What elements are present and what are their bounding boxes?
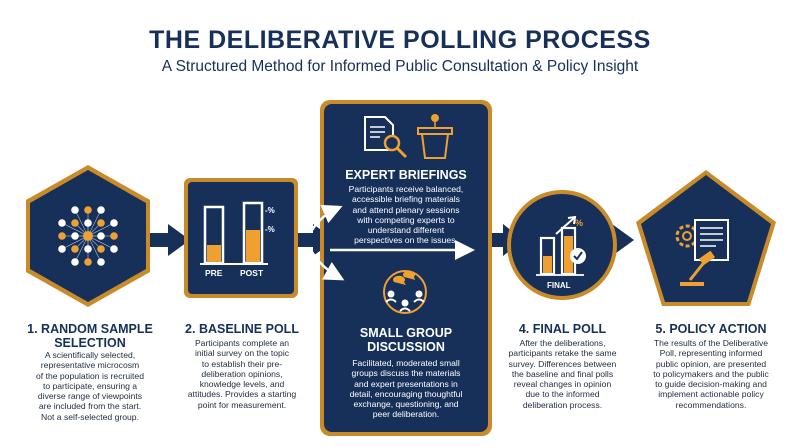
network-node bbox=[71, 245, 79, 253]
page-subtitle: A Structured Method for Informed Public … bbox=[161, 58, 639, 75]
connector-arrow-1-2 bbox=[148, 224, 190, 256]
expert-briefings-desc: Participants receive balanced, accessibl… bbox=[348, 184, 464, 246]
network-node bbox=[84, 219, 92, 227]
network-node bbox=[58, 219, 66, 227]
page-title: THE DELIBERATIVE POLLING PROCESS bbox=[149, 26, 651, 54]
network-node bbox=[71, 232, 79, 240]
podium-icon bbox=[417, 114, 453, 159]
network-node bbox=[110, 219, 118, 227]
step4-desc: After the deliberations, participants re… bbox=[508, 338, 617, 410]
network-node bbox=[71, 258, 79, 266]
network-node bbox=[84, 206, 92, 214]
step2-square bbox=[184, 178, 298, 298]
network-node bbox=[97, 258, 105, 266]
network-node bbox=[71, 219, 79, 227]
small-group-title: SMALL GROUP DISCUSSION bbox=[359, 326, 453, 354]
network-node bbox=[84, 258, 92, 266]
network-node bbox=[71, 206, 79, 214]
network-node bbox=[97, 219, 105, 227]
network-node bbox=[110, 245, 118, 253]
network-node bbox=[58, 232, 66, 240]
step5-title: 5. POLICY ACTION bbox=[655, 322, 767, 336]
bar-chart-icon bbox=[200, 201, 268, 265]
step2-desc: Participants complete an initial survey … bbox=[187, 338, 297, 410]
document-search-icon bbox=[364, 116, 408, 159]
chart-percent-a: -% bbox=[265, 206, 275, 215]
chart-label-final: FINAL bbox=[547, 281, 571, 290]
chart-label-pre: PRE bbox=[205, 268, 223, 278]
network-node bbox=[97, 245, 105, 253]
step3-panel bbox=[320, 100, 492, 436]
discussion-group-icon bbox=[383, 270, 427, 314]
network-node bbox=[97, 232, 105, 240]
chart-label-post: POST bbox=[240, 268, 264, 278]
chart-percent-b: -% bbox=[265, 225, 275, 234]
small-group-desc: Facilitated, moderated small groups disc… bbox=[349, 358, 463, 420]
expert-briefings-title: EXPERT BRIEFINGS bbox=[345, 168, 467, 182]
network-icon bbox=[58, 206, 118, 266]
panel-arrow-down bbox=[310, 251, 345, 281]
chart-label-percent: % bbox=[575, 218, 584, 228]
step2-title: 2. BASELINE POLL bbox=[185, 322, 299, 336]
network-node bbox=[83, 231, 93, 241]
network-node bbox=[110, 232, 118, 240]
network-node bbox=[84, 245, 92, 253]
step1-desc: A scientifically selected, representativ… bbox=[36, 350, 144, 422]
final-chart-icon bbox=[536, 215, 586, 276]
gear-document-gavel-icon bbox=[675, 219, 729, 286]
step5-desc: The results of the Deliberative Poll, re… bbox=[653, 338, 769, 410]
panel-arrow-up bbox=[310, 204, 343, 231]
step4-title: 4. FINAL POLL bbox=[518, 322, 607, 336]
network-node bbox=[58, 245, 66, 253]
step1-title: 1. RANDOM SAMPLE SELECTION bbox=[27, 322, 153, 350]
network-node bbox=[97, 206, 105, 214]
